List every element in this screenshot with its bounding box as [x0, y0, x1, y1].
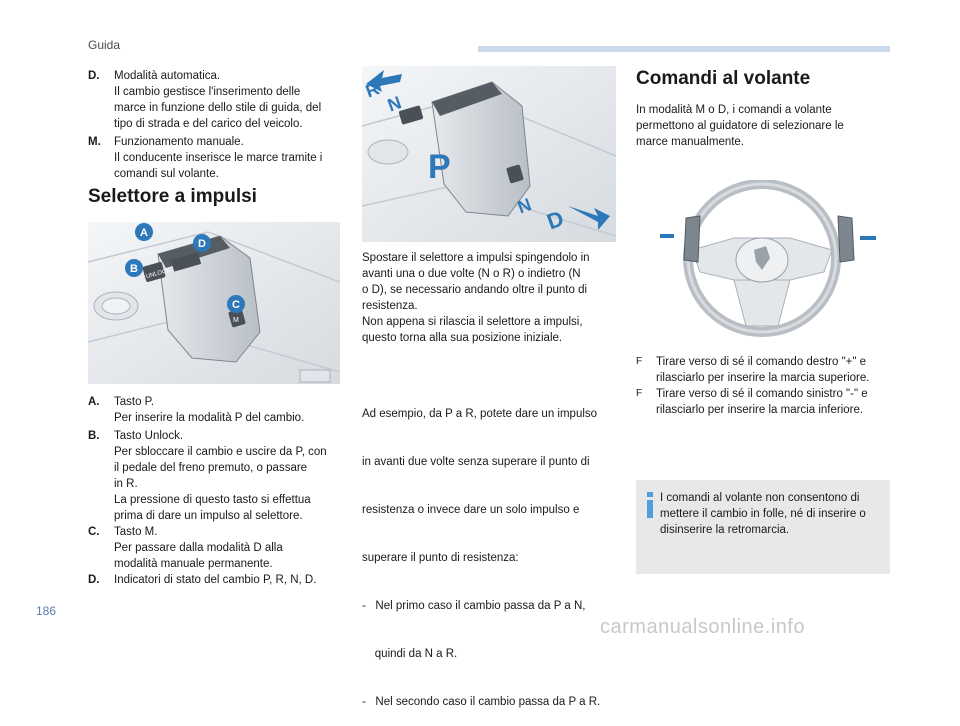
- callout-b: [125, 259, 143, 277]
- middle-line: resistenza o invece dare un solo impulso…: [362, 504, 580, 516]
- info-line: disinserire la retromarcia.: [660, 524, 790, 536]
- bullet-line: rilasciarlo per inserire la marcia super…: [656, 372, 870, 384]
- item-a-line: Tasto P.: [114, 396, 155, 408]
- callout-a: [135, 223, 153, 241]
- callout-b-label: B: [130, 263, 138, 275]
- item-a-key: A.: [88, 396, 100, 408]
- callout-d-label: D: [198, 238, 206, 250]
- item-b-line: il pedale del freno premuto, o passare: [114, 462, 308, 474]
- mode-m-line: Il conducente inserisce le marce tramite…: [114, 152, 323, 164]
- middle-line: superare il punto di resistenza:: [362, 552, 519, 564]
- mode-m-line: comandi sul volante.: [114, 168, 219, 180]
- middle-para-1: Spostare il selettore a impulsi spingend…: [362, 250, 590, 346]
- callout-d: [193, 234, 211, 252]
- middle-line: quindi da N a R.: [362, 648, 458, 660]
- wheel-intro-line: In modalità M o D, i comandi a volante: [636, 104, 832, 116]
- middle-line: Spostare il selettore a impulsi spingend…: [362, 252, 590, 264]
- wheel-intro: In modalità M o D, i comandi a volante p…: [636, 102, 844, 150]
- item-b-line: in R.: [114, 478, 138, 490]
- watermark: carmanualsonline.info: [600, 616, 806, 638]
- middle-line: o D), se necessario andando oltre il pun…: [362, 284, 588, 296]
- info-box: I comandi al volante non consentono di m…: [636, 480, 890, 574]
- info-icon: [647, 492, 653, 518]
- item-d-key: D.: [88, 574, 100, 586]
- pulse-selector-illustration: UNLOCK M A D B C: [88, 222, 340, 384]
- mode-d-line: Modalità automatica.: [114, 70, 221, 82]
- wheel-title: Comandi al volante: [636, 68, 811, 89]
- bullet-line: rilasciarlo per inserire la marcia infer…: [656, 404, 864, 416]
- bullet-line: Tirare verso di sé il comando destro "+"…: [656, 356, 867, 368]
- item-c-key: C.: [88, 526, 100, 538]
- n-letter-bottom: N: [515, 194, 534, 217]
- item-b-line: Per sbloccare il cambio e uscire da P, c…: [114, 446, 327, 458]
- item-b-line: prima di dare un impulso al selettore.: [114, 510, 303, 522]
- item-c-line: modalità manuale permanente.: [114, 558, 273, 570]
- middle-line: Non appena si rilascia il selettore a im…: [362, 316, 583, 328]
- middle-line: resistenza.: [362, 300, 418, 312]
- section-label: Guida: [88, 38, 121, 52]
- callout-c-label: C: [232, 299, 240, 311]
- steering-wheel-illustration: [660, 180, 876, 337]
- wheel-intro-line: permettono al guidatore di selezionare l…: [636, 120, 844, 132]
- mode-d-line: tipo di strada e del carico del veicolo.: [114, 118, 303, 130]
- m-text: M: [233, 317, 239, 324]
- mode-d-line: marce in funzione dello stile di guida, …: [114, 102, 322, 114]
- section-bar: [478, 46, 890, 52]
- right-paddle: [837, 215, 855, 263]
- mode-m-key: M.: [88, 136, 101, 148]
- middle-line: questo torna alla sua posizione iniziale…: [362, 332, 563, 344]
- item-b-line: La pressione di questo tasto si effettua: [114, 494, 311, 506]
- mode-d-line: Il cambio gestisce l'inserimento delle: [114, 86, 301, 98]
- item-b-line: Tasto Unlock.: [114, 430, 184, 442]
- p-letter: P: [428, 148, 451, 186]
- selector-title: Selettore a impulsi: [88, 186, 257, 207]
- mode-m-line: Funzionamento manuale.: [114, 136, 244, 148]
- bullet-marker: F: [636, 388, 643, 399]
- middle-line: - Nel secondo caso il cambio passa da P …: [362, 696, 601, 708]
- info-line: mettere il cambio in folle, né di inseri…: [660, 508, 866, 520]
- n-letter-top: N: [385, 92, 404, 115]
- bullet-marker: F: [636, 356, 643, 367]
- item-c-line: Per passare dalla modalità D alla: [114, 542, 283, 554]
- middle-line: - Nel primo caso il cambio passa da P a …: [362, 600, 586, 612]
- item-b-key: B.: [88, 430, 100, 442]
- middle-para-2: Ad esempio, da P a R, potete dare un imp…: [362, 374, 600, 726]
- bullet-line: Tirare verso di sé il comando sinistro "…: [656, 388, 868, 400]
- middle-line: Ad esempio, da P a R, potete dare un imp…: [362, 408, 598, 420]
- middle-line: avanti una o due volte (N o R) o indietr…: [362, 268, 581, 280]
- item-d-line: Indicatori di stato del cambio P, R, N, …: [114, 574, 317, 586]
- wheel-intro-line: marce manualmente.: [636, 136, 745, 148]
- callout-c: [227, 295, 245, 313]
- info-line: I comandi al volante non consentono di: [660, 492, 860, 504]
- selector-directions-illustration: P R N N D: [362, 66, 616, 242]
- item-a-line: Per inserire la modalità P del cambio.: [114, 412, 305, 424]
- item-c-line: Tasto M.: [114, 526, 158, 538]
- middle-line: in avanti due volte senza superare il pu…: [362, 456, 590, 468]
- left-paddle: [683, 215, 701, 263]
- mode-d-key: D.: [88, 70, 100, 82]
- page-number: 186: [36, 604, 57, 618]
- callout-a-label: A: [140, 227, 148, 239]
